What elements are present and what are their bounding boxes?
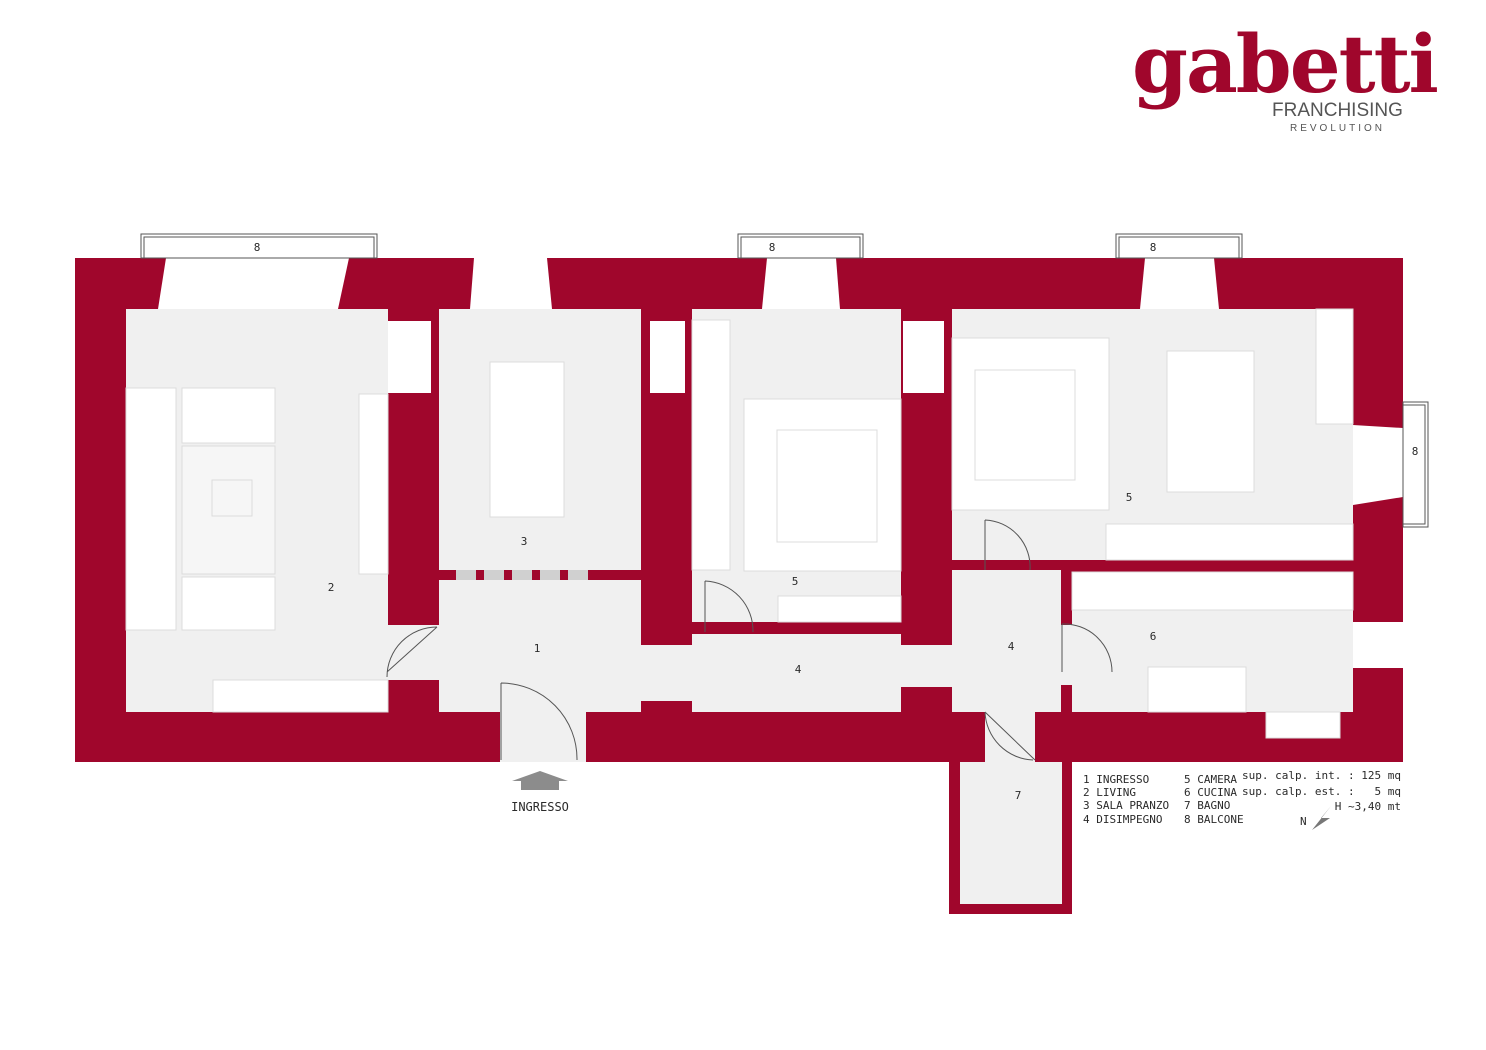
balcony-3 xyxy=(1115,233,1243,259)
tv-unit xyxy=(358,393,389,575)
room-corridor-b-floor xyxy=(952,570,1061,712)
room-label-camera-a: 5 xyxy=(792,575,799,588)
door-entrance xyxy=(500,682,578,761)
legend-item-8: 8 BALCONE xyxy=(1184,813,1244,826)
room-label-living: 2 xyxy=(328,581,335,594)
entrance-label: INGRESSO xyxy=(511,800,569,814)
entrance-arrow-icon xyxy=(512,771,568,790)
window-reveal-2 xyxy=(470,258,552,309)
sofa-bottom xyxy=(181,576,276,631)
window-reveal-6 xyxy=(1353,622,1403,668)
room-labels: 1 2 3 4 4 5 5 6 7 8 8 8 8 xyxy=(254,241,1419,802)
balcony-label-1: 8 xyxy=(254,241,261,254)
surface-info: sup. calp. int. : 125 mq sup. calp. est.… xyxy=(1242,769,1401,813)
dining-table xyxy=(489,361,565,518)
room-label-sala-pranzo: 3 xyxy=(521,535,528,548)
balcony-1 xyxy=(140,233,378,259)
window-reveal-4 xyxy=(1140,258,1219,309)
surface-internal: sup. calp. int. : 125 mq xyxy=(1242,769,1401,782)
balcony-2 xyxy=(737,233,864,259)
door-bedroom-a xyxy=(704,580,754,633)
niche-2 xyxy=(650,321,685,393)
entrance-marker: INGRESSO xyxy=(511,771,569,814)
ceiling-height: H ~3,40 mt xyxy=(1335,800,1401,813)
balcony-label-3: 8 xyxy=(1150,241,1157,254)
balcony-4 xyxy=(1402,401,1429,528)
legend-item-5: 5 CAMERA xyxy=(1184,773,1237,786)
kitchen-counter xyxy=(1071,571,1354,611)
wardrobe-a xyxy=(691,319,731,571)
room-label-disimpegno-b: 4 xyxy=(1008,640,1015,653)
wardrobe-c xyxy=(1105,523,1354,561)
living-cabinet xyxy=(212,679,389,713)
sofa-top xyxy=(181,387,276,444)
furniture xyxy=(125,308,1354,739)
wardrobe-b xyxy=(1315,308,1354,425)
door-bedroom-b xyxy=(984,519,1031,571)
room-label-bagno: 7 xyxy=(1015,789,1022,802)
balconies xyxy=(140,233,1429,528)
logo: gabetti FRANCHISING REVOLUTION xyxy=(1132,17,1440,134)
legend-item-1: 1 INGRESSO xyxy=(1083,773,1149,786)
legend: 1 INGRESSO 2 LIVING 3 SALA PRANZO 4 DISI… xyxy=(1083,773,1244,826)
passage-4 xyxy=(1061,625,1072,685)
room-label-ingresso: 1 xyxy=(534,642,541,655)
passage-1 xyxy=(641,645,692,701)
legend-item-6: 6 CUCINA xyxy=(1184,786,1237,799)
door-bathroom xyxy=(984,711,1036,761)
window-reveal-5 xyxy=(1353,425,1403,505)
entrance-opening xyxy=(500,712,586,762)
balcony-label-2: 8 xyxy=(769,241,776,254)
coffee-table xyxy=(181,445,276,575)
room-label-camera-b: 5 xyxy=(1126,491,1133,504)
kitchen-cabinet xyxy=(1265,711,1341,739)
sofa-left xyxy=(125,387,177,631)
legend-item-4: 4 DISIMPEGNO xyxy=(1083,813,1162,826)
kitchen-table xyxy=(1147,666,1247,713)
door-kitchen xyxy=(1061,623,1113,673)
window-reveal-1 xyxy=(158,258,349,309)
logo-wordmark: gabetti xyxy=(1132,17,1438,111)
room-entrance-floor xyxy=(439,580,641,712)
legend-item-3: 3 SALA PRANZO xyxy=(1083,799,1169,812)
logo-revolution: REVOLUTION xyxy=(1290,123,1385,134)
room-label-disimpegno-a: 4 xyxy=(795,663,802,676)
dresser-a xyxy=(777,595,902,623)
niche-1 xyxy=(388,321,431,393)
door-living xyxy=(386,626,438,678)
armchair-rug xyxy=(1166,350,1255,493)
doors xyxy=(386,519,1113,761)
niche-3 xyxy=(903,321,944,393)
logo-franchising: FRANCHISING xyxy=(1272,100,1403,121)
window-reveal-3 xyxy=(762,258,840,309)
surface-external: sup. calp. est. : 5 mq xyxy=(1242,785,1401,798)
balcony-label-4: 8 xyxy=(1412,445,1419,458)
legend-item-7: 7 BAGNO xyxy=(1184,799,1230,812)
north-arrow-icon xyxy=(1312,806,1331,830)
room-corridor-a-floor xyxy=(692,634,901,712)
room-bathroom-floor xyxy=(960,762,1062,904)
bed-b xyxy=(951,337,1110,511)
room-label-cucina: 6 xyxy=(1150,630,1157,643)
passage-3 xyxy=(388,625,439,680)
north-indicator: N xyxy=(1300,806,1331,830)
north-label: N xyxy=(1300,815,1307,828)
passage-2 xyxy=(901,645,952,687)
legend-item-2: 2 LIVING xyxy=(1083,786,1136,799)
